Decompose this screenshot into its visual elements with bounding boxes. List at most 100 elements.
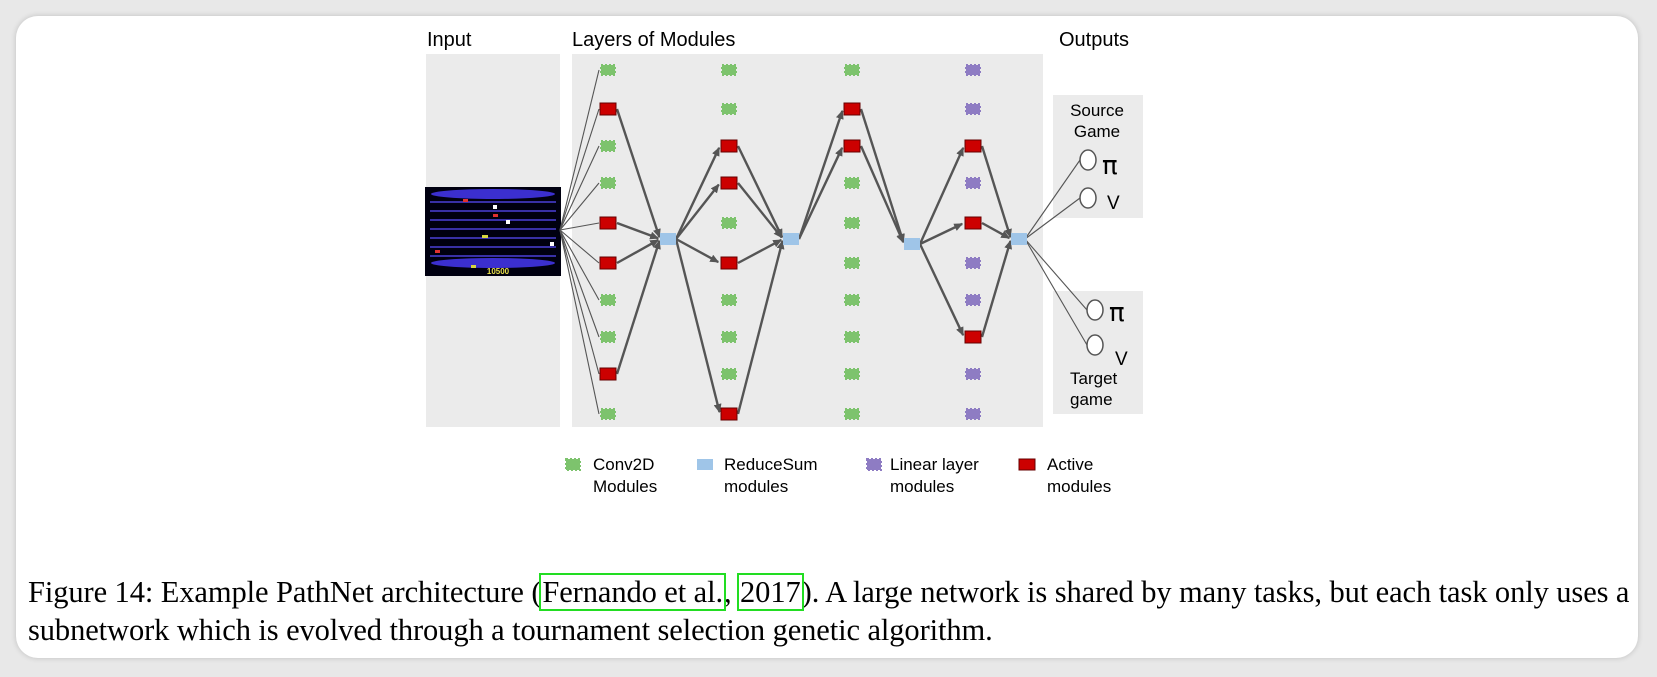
target-game-outputs: π V Target game [1070, 298, 1128, 409]
broadcast-line [559, 182, 600, 231]
legend: Conv2D Modules ReduceSum modules Linear … [565, 455, 1111, 496]
path-arrow [981, 221, 1011, 240]
source-game-outputs: Source Game π V [1070, 101, 1124, 214]
linear-module [965, 408, 981, 420]
caption-suffix: ). A large network is shared by many tas… [28, 575, 1630, 647]
layers-title: Layers of Modules [572, 29, 735, 51]
conv2d-module [844, 331, 860, 343]
conv2d-module [721, 64, 737, 76]
target-game-label-line2: game [1070, 390, 1113, 409]
source-game-label-line1: Source [1070, 101, 1124, 120]
conv2d-module [600, 294, 616, 306]
active-module [720, 256, 738, 270]
caption-separator: , [723, 575, 740, 609]
broadcast-line [559, 108, 600, 231]
module-nodes [599, 64, 1027, 421]
legend-conv2d: Conv2D Modules [565, 455, 657, 496]
conv2d-module [600, 140, 616, 152]
legend-linear-line2: modules [890, 477, 954, 496]
pathnet-diagram: Input Layers of Modules Outputs 10500 [425, 29, 1143, 496]
path-arrow [859, 145, 905, 244]
path-connections [559, 69, 1088, 415]
legend-active-swatch [1018, 458, 1036, 471]
path-arrow [736, 239, 785, 415]
active-module [964, 139, 982, 153]
linear-module [965, 64, 981, 76]
target-policy-symbol: π [1109, 298, 1125, 328]
path-arrow [736, 145, 784, 239]
legend-conv2d-line1: Conv2D [593, 455, 654, 474]
source-value-symbol: V [1107, 193, 1120, 214]
source-value-node [1079, 187, 1097, 209]
caption-prefix: Figure 14: Example PathNet architecture … [28, 575, 542, 609]
linear-module [965, 103, 981, 115]
path-arrow [797, 146, 844, 240]
conv2d-module [844, 64, 860, 76]
citation-year-link[interactable]: 2017 [737, 573, 804, 611]
path-arrow [918, 146, 965, 245]
target-policy-node [1086, 299, 1104, 321]
target-game-label-line1: Target [1070, 369, 1118, 388]
path-arrow [674, 146, 721, 240]
conv2d-module [600, 177, 616, 189]
path-arrow [919, 222, 964, 246]
citation-author-link[interactable]: Fernando et al. [539, 573, 726, 611]
conv2d-module [600, 331, 616, 343]
path-arrow [675, 237, 720, 264]
conv2d-module [721, 294, 737, 306]
active-module [720, 407, 738, 421]
legend-active-line1: Active [1047, 455, 1093, 474]
legend-reducesum-line1: ReduceSum [724, 455, 818, 474]
reducesum-module [1011, 233, 1027, 245]
legend-reducesum-line2: modules [724, 477, 788, 496]
path-arrow [616, 238, 660, 265]
active-module [964, 330, 982, 344]
conv2d-module [721, 103, 737, 115]
broadcast-line [1024, 238, 1088, 311]
active-module [599, 102, 617, 116]
conv2d-module [721, 368, 737, 380]
reducesum-module [660, 233, 676, 245]
target-value-symbol: V [1115, 349, 1128, 370]
linear-module [965, 294, 981, 306]
conv2d-module [721, 331, 737, 343]
game-screenshot: 10500 [425, 187, 561, 276]
path-arrow [737, 238, 783, 265]
conv2d-module [600, 408, 616, 420]
legend-linear: Linear layer modules [866, 455, 979, 496]
legend-conv2d-swatch [565, 458, 581, 471]
path-arrow [980, 239, 1012, 338]
legend-active-line2: modules [1047, 477, 1111, 496]
conv2d-module [844, 257, 860, 269]
path-arrow [737, 182, 783, 239]
path-arrow [797, 109, 844, 240]
path-arrow [980, 145, 1012, 239]
figure-caption: Figure 14: Example PathNet architecture … [28, 573, 1640, 649]
path-arrow [615, 108, 661, 239]
active-module [599, 367, 617, 381]
conv2d-module [721, 217, 737, 229]
source-policy-symbol: π [1102, 151, 1118, 181]
reducesum-module [783, 233, 799, 245]
path-arrow [616, 221, 660, 240]
source-game-label-line2: Game [1074, 122, 1120, 141]
path-arrow [674, 238, 722, 414]
linear-module [965, 257, 981, 269]
game-score: 10500 [487, 267, 510, 276]
broadcast-line [1024, 238, 1088, 346]
active-module [964, 216, 982, 230]
legend-conv2d-line2: Modules [593, 477, 657, 496]
broadcast-line [559, 229, 600, 415]
legend-reducesum-swatch [697, 459, 713, 470]
source-output-panel [1053, 95, 1143, 218]
broadcast-line [559, 222, 600, 231]
path-arrow [859, 108, 905, 244]
conv2d-module [600, 64, 616, 76]
conv2d-module [844, 177, 860, 189]
source-policy-node [1079, 149, 1097, 171]
conv2d-module [844, 294, 860, 306]
linear-module [965, 368, 981, 380]
active-module [720, 139, 738, 153]
legend-reducesum: ReduceSum modules [697, 455, 818, 496]
path-arrow [615, 239, 661, 375]
